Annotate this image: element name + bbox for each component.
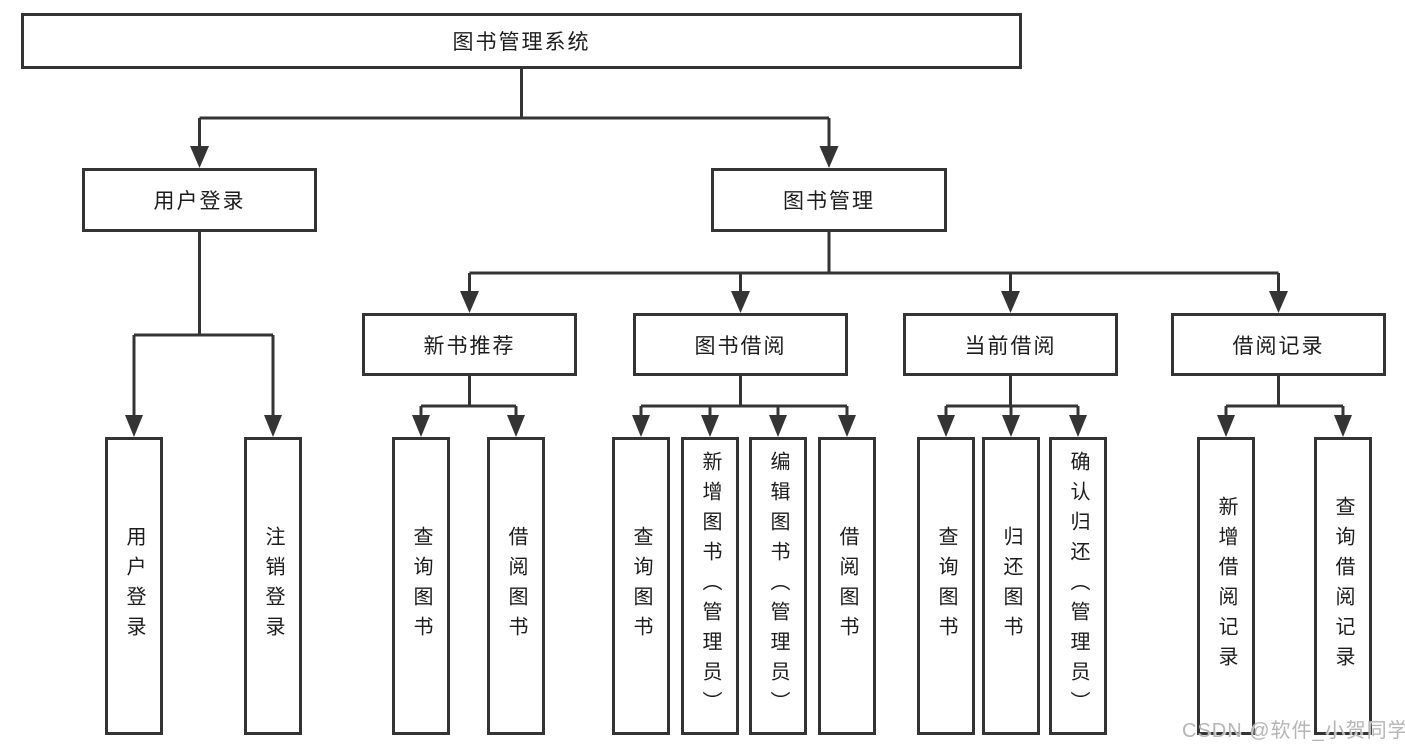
node-root-library-system: 图书管理系统	[21, 13, 1022, 69]
arrowhead-icons	[125, 146, 1352, 437]
leaf-br-query-record: 查询借阅记录	[1314, 437, 1372, 735]
leaf-bb-borrow-books: 借阅图书	[818, 437, 876, 735]
leaf-logout: 注销登录	[244, 437, 302, 735]
node-user-login: 用户登录	[82, 168, 317, 232]
leaf-cb-return-books: 归还图书	[982, 437, 1040, 735]
node-current-borrow: 当前借阅	[903, 313, 1118, 376]
leaf-bb-query-books: 查询图书	[612, 437, 670, 735]
node-new-book-recommend: 新书推荐	[362, 313, 577, 376]
leaf-user-login: 用户登录	[105, 437, 163, 735]
node-borrow-record: 借阅记录	[1171, 313, 1386, 376]
node-book-management: 图书管理	[711, 168, 947, 232]
leaf-nb-query-books: 查询图书	[392, 437, 450, 735]
csdn-watermark: CSDN @软件_小贺同学	[1182, 720, 1405, 742]
leaf-cb-query-books: 查询图书	[917, 437, 975, 735]
leaf-br-add-record: 新增借阅记录	[1197, 437, 1255, 735]
node-book-borrow: 图书借阅	[633, 313, 848, 376]
leaf-cb-confirm-return-admin: 确认归还（管理员）	[1049, 437, 1107, 735]
leaf-bb-add-books-admin: 新增图书（管理员）	[681, 437, 739, 735]
leaf-bb-edit-books-admin: 编辑图书（管理员）	[749, 437, 807, 735]
leaf-nb-borrow-books: 借阅图书	[487, 437, 545, 735]
